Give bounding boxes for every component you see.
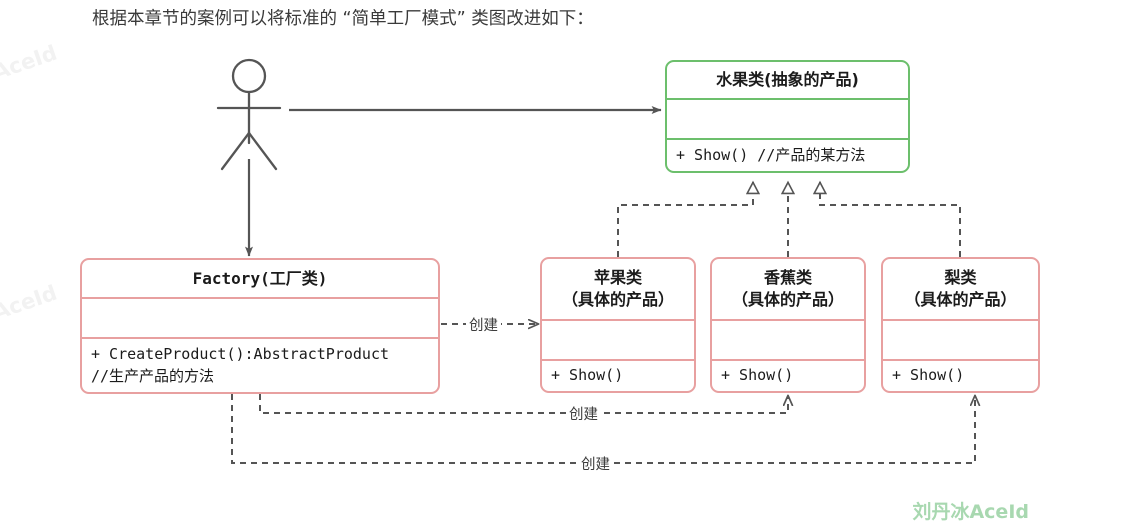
- class-box-apple[interactable]: 苹果类 （具体的产品） + Show(): [540, 257, 696, 393]
- class-operations-factory: + CreateProduct():AbstractProduct //生产产品…: [82, 339, 438, 392]
- class-box-factory[interactable]: Factory(工厂类) + CreateProduct():AbstractP…: [80, 258, 440, 394]
- operation-line: + Show() //产品的某方法: [676, 145, 866, 164]
- class-title-line2: （具体的产品）: [731, 290, 844, 309]
- class-title-factory: Factory(工厂类): [82, 260, 438, 299]
- edge-label-create-banana: 创建: [566, 403, 601, 424]
- class-operations-apple: + Show(): [542, 361, 694, 391]
- class-title-line1: 苹果类: [593, 268, 642, 288]
- class-title-line2: （具体的产品）: [561, 290, 674, 309]
- class-operations-abstract-product: + Show() //产品的某方法: [667, 140, 908, 171]
- edge-pear-inherits-abstract: [820, 182, 961, 257]
- class-title-line1: 香蕉类: [763, 268, 812, 288]
- faint-watermark-top: AceId: [0, 40, 61, 85]
- class-title-pear: 梨类 （具体的产品）: [883, 259, 1038, 321]
- class-title-abstract-product: 水果类(抽象的产品): [667, 62, 908, 100]
- class-title-banana: 香蕉类 （具体的产品）: [712, 259, 864, 321]
- class-box-banana[interactable]: 香蕉类 （具体的产品） + Show(): [710, 257, 866, 393]
- class-title-apple: 苹果类 （具体的产品）: [542, 259, 694, 321]
- class-operations-pear: + Show(): [883, 361, 1038, 391]
- class-attributes-factory: [82, 299, 438, 339]
- operation-line: + Show(): [892, 366, 965, 385]
- class-title-line2: （具体的产品）: [904, 290, 1017, 309]
- class-operations-banana: + Show(): [712, 361, 864, 391]
- class-box-pear[interactable]: 梨类 （具体的产品） + Show(): [881, 257, 1040, 393]
- edge-label-create-apple: 创建: [466, 314, 501, 335]
- class-title-line1: 梨类: [944, 268, 977, 288]
- edge-factory-creates-banana: [259, 394, 788, 414]
- faint-watermark-middle: AceId: [0, 280, 61, 325]
- class-box-abstract-product[interactable]: 水果类(抽象的产品) + Show() //产品的某方法: [665, 60, 910, 173]
- class-attributes-abstract-product: [667, 100, 908, 140]
- class-attributes-pear: [883, 321, 1038, 361]
- operation-comment-line: //生产产品的方法: [91, 366, 215, 385]
- edge-label-create-pear: 创建: [578, 453, 613, 474]
- brand-watermark: 刘丹冰AceId: [912, 501, 1029, 523]
- class-attributes-banana: [712, 321, 864, 361]
- class-attributes-apple: [542, 321, 694, 361]
- page-caption: 根据本章节的案例可以将标准的 “简单工厂模式” 类图改进如下：: [92, 9, 594, 29]
- operation-line: + Show(): [721, 366, 794, 385]
- actor-stick-figure: [216, 58, 282, 171]
- operation-line: + Show(): [551, 366, 624, 385]
- edge-apple-inherits-abstract: [617, 182, 753, 257]
- operation-line: + CreateProduct():AbstractProduct: [91, 344, 390, 363]
